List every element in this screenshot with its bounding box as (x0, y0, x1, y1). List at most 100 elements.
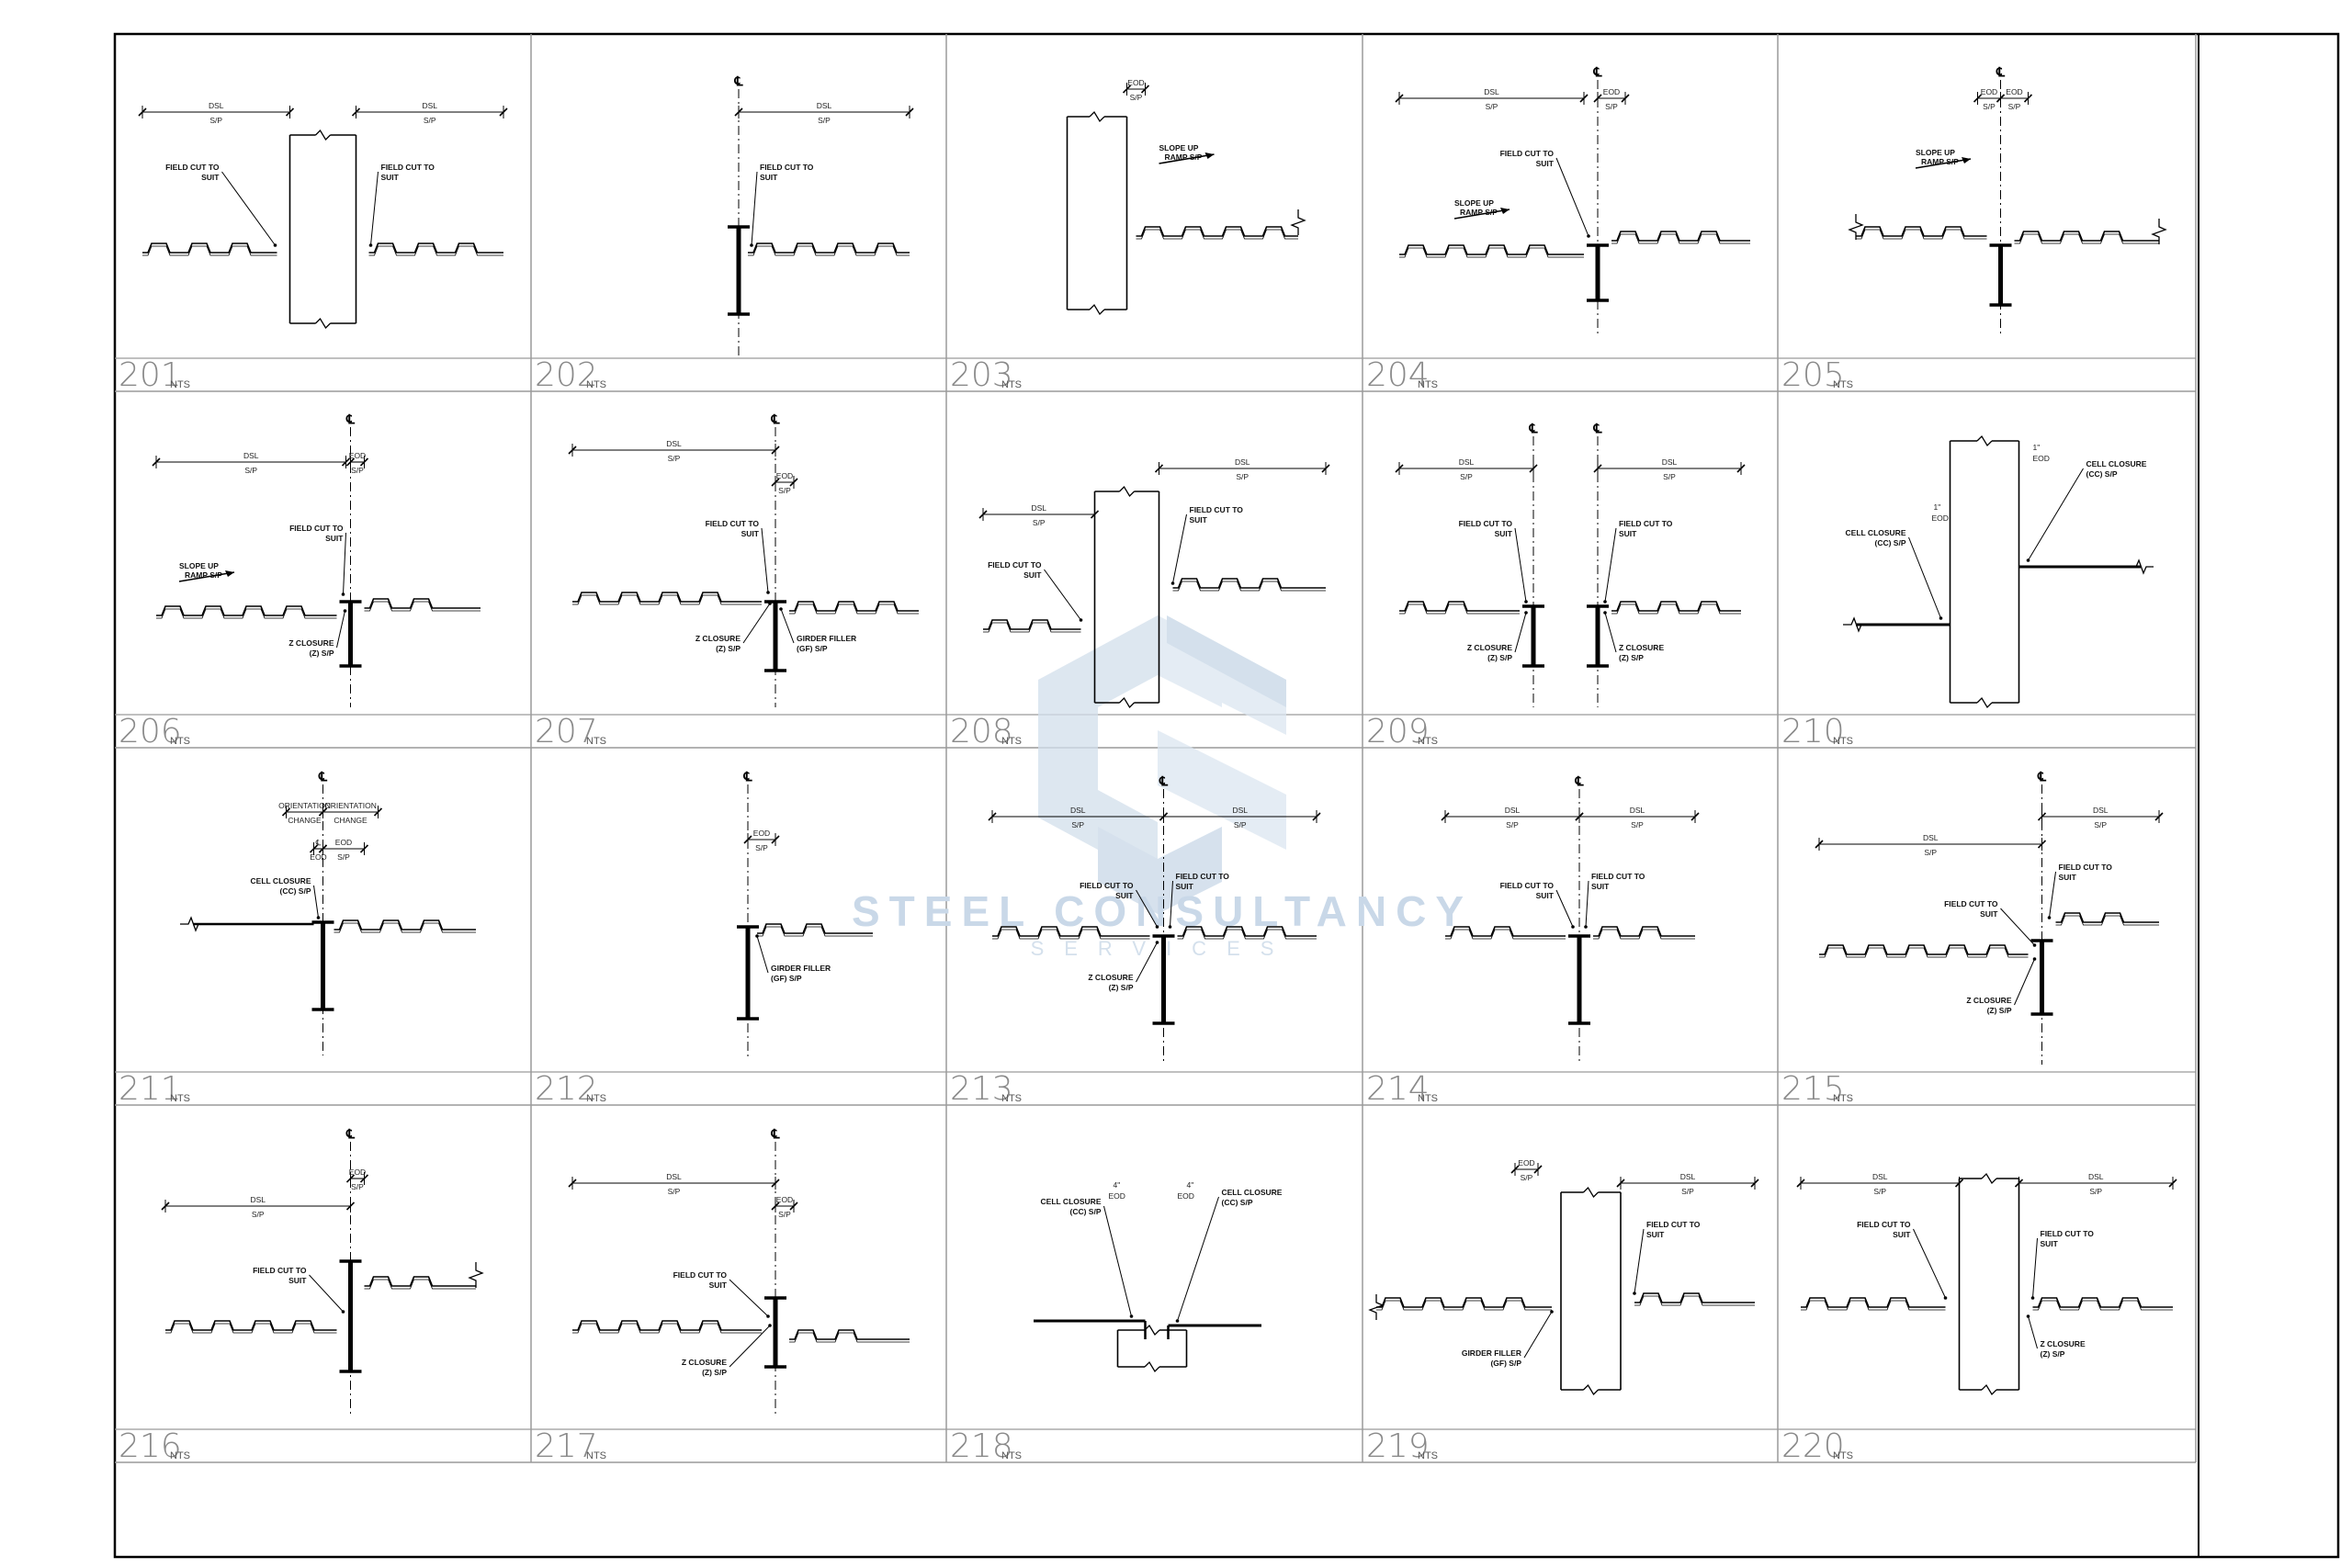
dimension-label-bottom: S/P (252, 1210, 265, 1219)
dimension-label-top: DSL (2088, 1172, 2104, 1181)
dimension-label-bottom: S/P (2008, 102, 2021, 111)
detail-211[interactable]: 211NTS℄ORIENTATIONCHANGEORIENTATIONCHANG… (119, 770, 476, 1108)
leader-dot (1175, 1319, 1180, 1323)
callout-line-2: SUIT (1536, 159, 1555, 168)
deck-profile (1399, 244, 1584, 255)
sheet-frame (113, 32, 2340, 1559)
leader-line (313, 885, 319, 919)
dimension-slash (281, 807, 291, 817)
centerline-symbol: ℄ (1593, 65, 1603, 80)
deck-profile-underside (1399, 247, 1584, 258)
centerline-symbol: ℄ (1575, 774, 1585, 789)
leader-line (2028, 1315, 2038, 1349)
deck-profile-underside (983, 622, 1081, 633)
dimension-slash (341, 457, 351, 467)
deck-profile-underside (992, 929, 1150, 940)
i-beam (737, 925, 759, 1021)
dimension-label-top: EOD (1603, 87, 1620, 96)
callout-line-1: Z CLOSURE (288, 638, 334, 648)
dimension-slash (318, 807, 328, 817)
dimension-label-bottom: S/P (1130, 93, 1143, 102)
dimension-label-bottom: S/P (1506, 820, 1519, 829)
callout: Z CLOSURE(Z) S/P (2026, 1314, 2086, 1359)
leader-dot (755, 934, 759, 938)
dimension-label-bottom: S/P (668, 454, 681, 463)
callout: GIRDER FILLER(GF) S/P (755, 934, 831, 983)
dimension-slash (1154, 464, 1164, 473)
slope-label: SLOPE UP (1159, 143, 1199, 152)
scale-note: NTS (1001, 1450, 1022, 1461)
break-mark (1843, 616, 1869, 633)
leader-line (2014, 958, 2035, 1006)
callout-line-2: (CC) S/P (1222, 1198, 1253, 1207)
leader-line (1044, 569, 1081, 621)
dimension-slash (1321, 464, 1330, 473)
outer-border (113, 32, 2340, 1559)
dimension-label-bottom: S/P (1234, 820, 1247, 829)
dimension-slash (1973, 94, 1983, 103)
leader-line (729, 1325, 771, 1368)
dimension-label-top: DSL (1235, 457, 1250, 467)
deck-profile-underside (1611, 233, 1750, 244)
deck-profile (1445, 926, 1566, 937)
break-mark (1981, 1172, 1997, 1185)
dimension-label-top: DSL (422, 101, 437, 110)
slope-arrow (178, 571, 235, 582)
deck-profile (165, 1320, 337, 1331)
i-beam (311, 920, 334, 1011)
leader-dot (1155, 925, 1159, 929)
dimension-slash (1395, 464, 1404, 473)
deck-profile (1819, 944, 2029, 955)
callout-line-1: Z CLOSURE (1467, 643, 1512, 652)
dimension-slash (1575, 812, 1584, 821)
leader-dot (2047, 916, 2052, 919)
leader-dot (2026, 558, 2030, 562)
centerline-symbol: ℄ (743, 770, 753, 784)
scale-note: NTS (1418, 736, 1438, 747)
leader-line (1913, 1228, 1946, 1299)
break-mark (315, 317, 331, 330)
dimension-label-bottom: S/P (778, 1210, 791, 1219)
leader-line (756, 935, 769, 974)
leader-dot (2030, 1296, 2035, 1300)
callout-line-2: SUIT (1980, 909, 1998, 919)
dim-one-inch: 1" (1934, 502, 1941, 512)
dimension-slash (1954, 1179, 1964, 1188)
callout-line-1: FIELD CUT TO (2059, 863, 2113, 872)
break-mark (1976, 696, 1993, 709)
dimension-slash (152, 457, 161, 467)
leader-line (1514, 527, 1527, 603)
dimension-slash (771, 478, 780, 487)
dimension-slash (2037, 840, 2047, 849)
dimension-label-top: DSL (666, 1172, 682, 1181)
deck-profile-underside (1801, 1300, 1946, 1311)
dimension-label-bottom: S/P (244, 466, 257, 475)
leader-line (742, 603, 771, 644)
dimension-slash (1090, 510, 1100, 519)
